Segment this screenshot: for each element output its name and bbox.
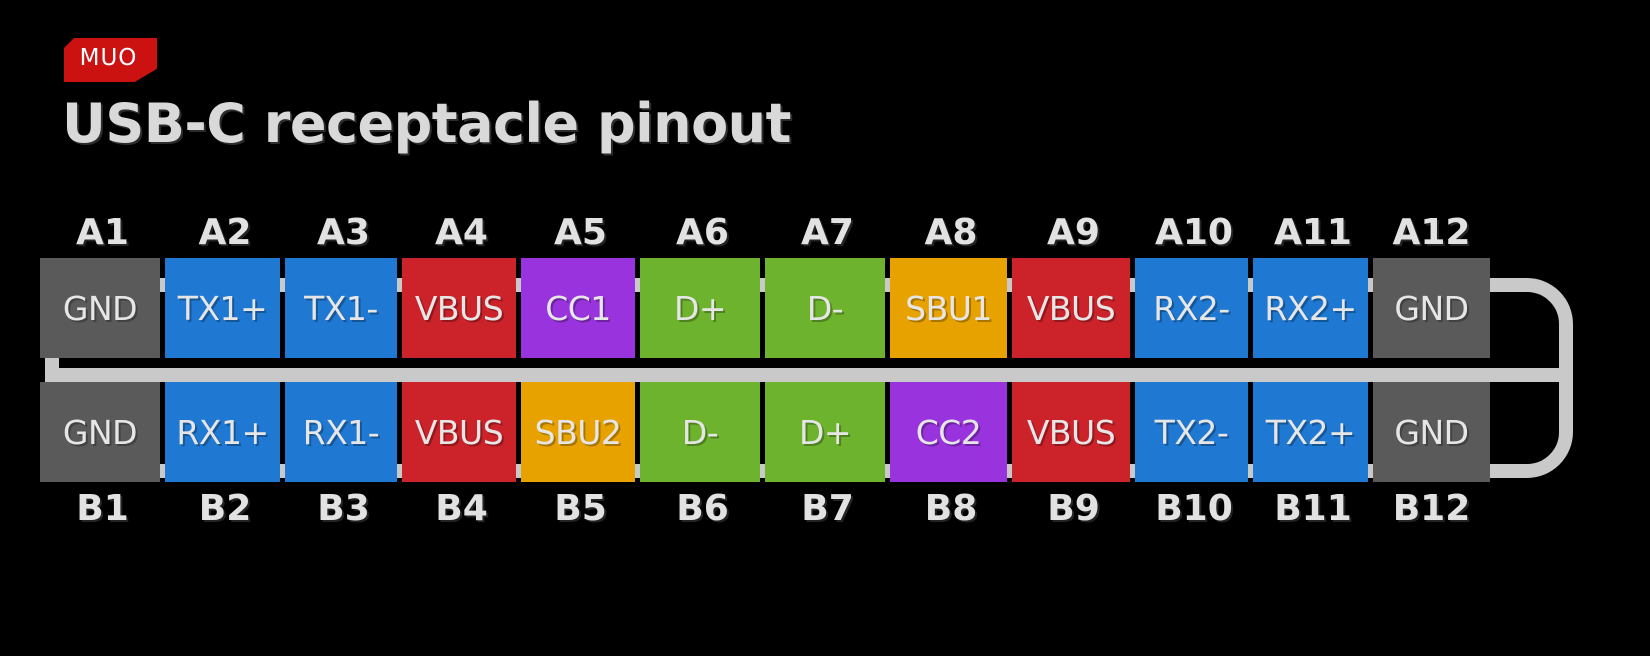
pin-b12: GND (1373, 382, 1490, 482)
pin-label-a4: A4 (435, 211, 488, 253)
pin-b7: D+ (765, 382, 885, 482)
pin-label-a8: A8 (924, 211, 978, 253)
pin-a1: GND (40, 258, 160, 358)
pin-label-a2: A2 (198, 211, 252, 253)
pin-b2: RX1+ (165, 382, 280, 482)
pin-label-b1: B1 (76, 487, 129, 529)
pin-a9: VBUS (1012, 258, 1130, 358)
pin-label-b9: B9 (1047, 487, 1100, 529)
pin-label-a3: A3 (317, 211, 370, 253)
pin-a7: D- (765, 258, 885, 358)
pin-a10: RX2- (1135, 258, 1248, 358)
pin-b10: TX2- (1135, 382, 1248, 482)
pin-label-b5: B5 (554, 487, 607, 529)
pin-label-a12: A12 (1392, 211, 1471, 253)
pin-label-a11: A11 (1274, 211, 1352, 253)
connector-shell-divider (45, 368, 1573, 382)
pin-a6: D+ (640, 258, 760, 358)
pin-b1: GND (40, 382, 160, 482)
pin-a5: CC1 (521, 258, 635, 358)
pin-label-b10: B10 (1155, 487, 1233, 529)
pin-b8: CC2 (890, 382, 1007, 482)
pin-b3: RX1- (285, 382, 397, 482)
row-a-pin-number-labels: A1 A2 A3 A4 A5 A6 A7 A8 A9 A10 A11 A12 (40, 210, 1610, 254)
logo-text: MUO (79, 45, 138, 71)
pin-b5: SBU2 (521, 382, 635, 482)
pin-a2: TX1+ (165, 258, 280, 358)
muo-logo: MUO (64, 38, 157, 82)
pin-label-b8: B8 (924, 487, 978, 529)
pin-label-b3: B3 (317, 487, 370, 529)
pin-label-b4: B4 (435, 487, 488, 529)
pin-b9: VBUS (1012, 382, 1130, 482)
pin-label-b11: B11 (1274, 487, 1352, 529)
pin-label-a6: A6 (676, 211, 729, 253)
pin-label-a9: A9 (1047, 211, 1100, 253)
pin-a3: TX1- (285, 258, 397, 358)
pin-a4: VBUS (402, 258, 516, 358)
pin-label-a7: A7 (801, 211, 854, 253)
pin-a11: RX2+ (1253, 258, 1368, 358)
pin-b4: VBUS (402, 382, 516, 482)
page-title: USB-C receptacle pinout (62, 92, 791, 155)
pin-a12: GND (1373, 258, 1490, 358)
pin-label-b2: B2 (198, 487, 252, 529)
pin-label-a5: A5 (554, 211, 607, 253)
pin-label-a10: A10 (1155, 211, 1233, 253)
row-b-pin-number-labels: B1 B2 B3 B4 B5 B6 B7 B8 B9 B10 B11 B12 (40, 486, 1610, 530)
pin-label-a1: A1 (76, 211, 129, 253)
pin-b11: TX2+ (1253, 382, 1368, 482)
pin-label-b12: B12 (1392, 487, 1471, 529)
pin-label-b6: B6 (676, 487, 729, 529)
pin-a8: SBU1 (890, 258, 1007, 358)
pin-label-b7: B7 (801, 487, 854, 529)
logo-tag-shape (64, 38, 157, 82)
pin-b6: D- (640, 382, 760, 482)
